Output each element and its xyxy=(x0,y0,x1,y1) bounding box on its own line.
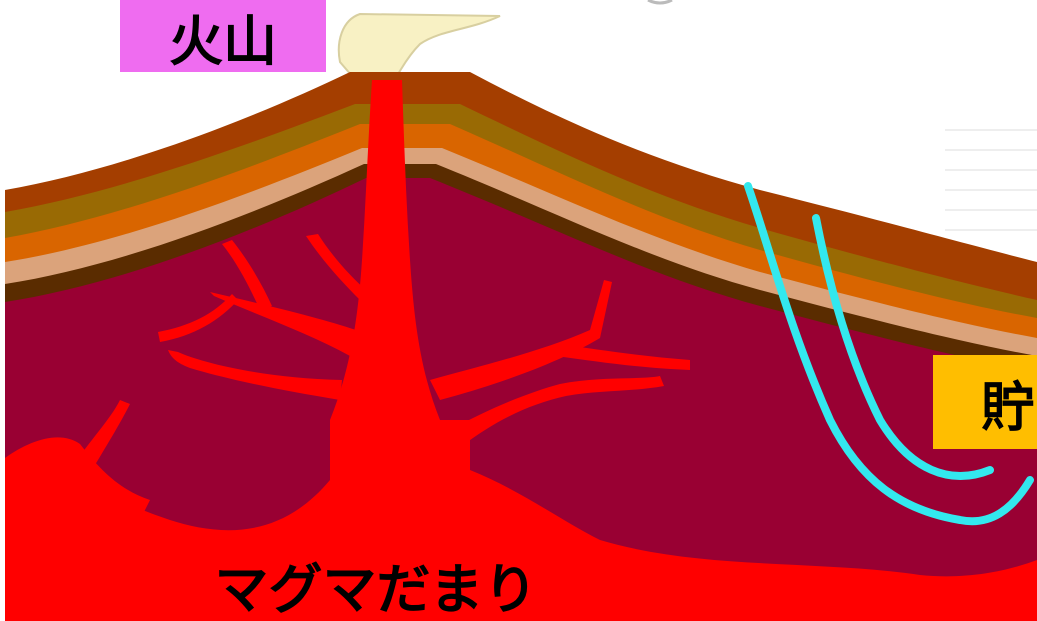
background-texture xyxy=(945,130,1037,230)
plume-wisp xyxy=(648,0,672,3)
magma-chamber-label: マグマだまり xyxy=(140,548,612,621)
volcano-label: 火山 xyxy=(120,0,326,72)
reservoir-label: 貯 xyxy=(933,355,1037,449)
volcano-plume-icon xyxy=(339,14,500,76)
